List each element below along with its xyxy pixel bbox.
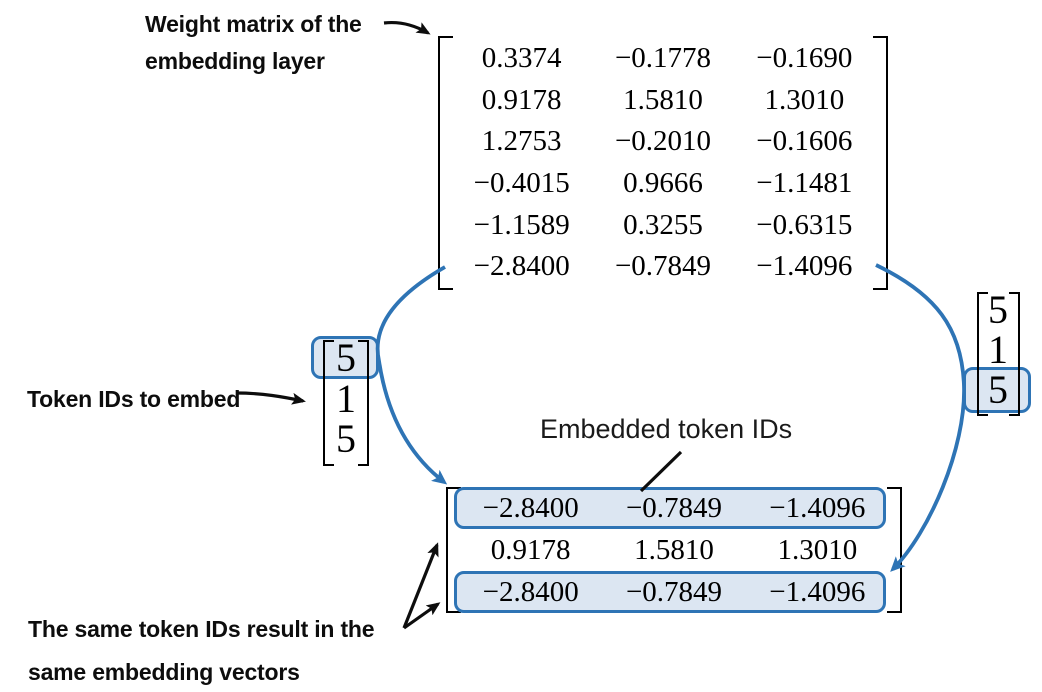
token-ids-label: Token IDs to embed (27, 386, 241, 412)
flow-arrow-left (375, 265, 448, 485)
matrix-cell: 1.2753 (481, 125, 562, 158)
weight-matrix: 0.3374 −0.1778 −0.1690 0.9178 1.5810 1.3… (438, 36, 888, 290)
token-id: 1 (988, 327, 1008, 372)
matrix-cell: −1.1481 (756, 167, 853, 200)
matrix-cell: −1.4096 (769, 491, 866, 524)
matrix-cell: −2.8400 (482, 575, 579, 608)
matrix-cell: −0.2010 (614, 125, 712, 158)
matrix-cell: −0.6315 (756, 208, 853, 241)
matrix-cell: −1.4096 (769, 575, 866, 608)
matrix-cell: −0.1778 (614, 42, 712, 75)
token-id: 5 (988, 367, 1008, 412)
token-id: 5 (988, 287, 1008, 332)
vector-bracket-left (323, 340, 334, 466)
weight-matrix-label-line1: Weight matrix of the (145, 11, 362, 37)
label-arrow-same-ids-top (402, 542, 439, 629)
token-vector-right: 5 1 5 (963, 290, 1031, 416)
token-vector-left: 5 1 5 (311, 336, 381, 466)
matrix-cell: 1.3010 (764, 83, 845, 116)
vector-bracket-left (977, 292, 988, 416)
same-token-ids-label: The same token IDs result in the same em… (28, 608, 375, 692)
label-arrow-weight-matrix (383, 20, 431, 35)
matrix-cell: −0.4015 (473, 167, 570, 200)
matrix-bracket-right (873, 36, 888, 290)
matrix-cell: −2.8400 (482, 491, 579, 524)
matrix-cell: 1.5810 (623, 83, 703, 116)
matrix-cell: −0.7849 (614, 250, 712, 283)
matrix-cell: −0.1690 (756, 42, 853, 75)
matrix-cell: 0.9178 (481, 83, 562, 116)
weight-matrix-grid: 0.3374 −0.1778 −0.1690 0.9178 1.5810 1.3… (451, 38, 875, 288)
vector-bracket-right (358, 340, 369, 466)
same-token-ids-label-line1: The same token IDs result in the (28, 616, 375, 642)
matrix-cell: −0.1606 (756, 125, 853, 158)
matrix-cell: 0.9666 (623, 167, 703, 200)
embedding-row-highlight (454, 571, 886, 613)
matrix-cell: 1.5810 (634, 533, 714, 566)
token-id: 1 (336, 375, 356, 421)
matrix-cell: 0.9178 (490, 533, 571, 566)
matrix-cell: 0.3374 (481, 42, 562, 75)
label-pointer-embedded (639, 450, 683, 493)
matrix-cell: −2.8400 (473, 250, 570, 283)
matrix-cell: −1.4096 (756, 250, 853, 283)
embedded-matrix: −2.8400 −0.7849 −1.4096 0.9178 1.5810 1.… (446, 487, 902, 613)
embedded-row: 0.9178 1.5810 1.3010 (459, 529, 889, 571)
label-arrow-token-ids (236, 391, 306, 405)
embedded-row-highlighted: −2.8400 −0.7849 −1.4096 (459, 571, 889, 613)
matrix-bracket-right (887, 487, 902, 613)
label-arrow-same-ids-bottom (403, 602, 441, 630)
embedded-row-highlighted: −2.8400 −0.7849 −1.4096 (459, 487, 889, 529)
token-id: 5 (336, 416, 356, 462)
matrix-cell: 0.3255 (623, 208, 703, 241)
token-vector-right-values: 5 1 5 (976, 290, 1020, 410)
matrix-cell: −1.1589 (473, 208, 570, 241)
matrix-cell: 1.3010 (777, 533, 858, 566)
weight-matrix-label-line2: embedding layer (145, 48, 325, 74)
same-token-ids-label-line2: same embedding vectors (28, 659, 300, 685)
vector-bracket-right (1009, 292, 1020, 416)
token-vector-left-values: 5 1 5 (324, 335, 368, 462)
weight-matrix-label: Weight matrix of the embedding layer (145, 6, 362, 80)
embedded-token-ids-label: Embedded token IDs (540, 414, 793, 444)
matrix-cell: −0.7849 (625, 491, 723, 524)
matrix-bracket-left (446, 487, 461, 613)
token-id: 5 (336, 335, 356, 380)
matrix-cell: −0.7849 (625, 575, 723, 608)
